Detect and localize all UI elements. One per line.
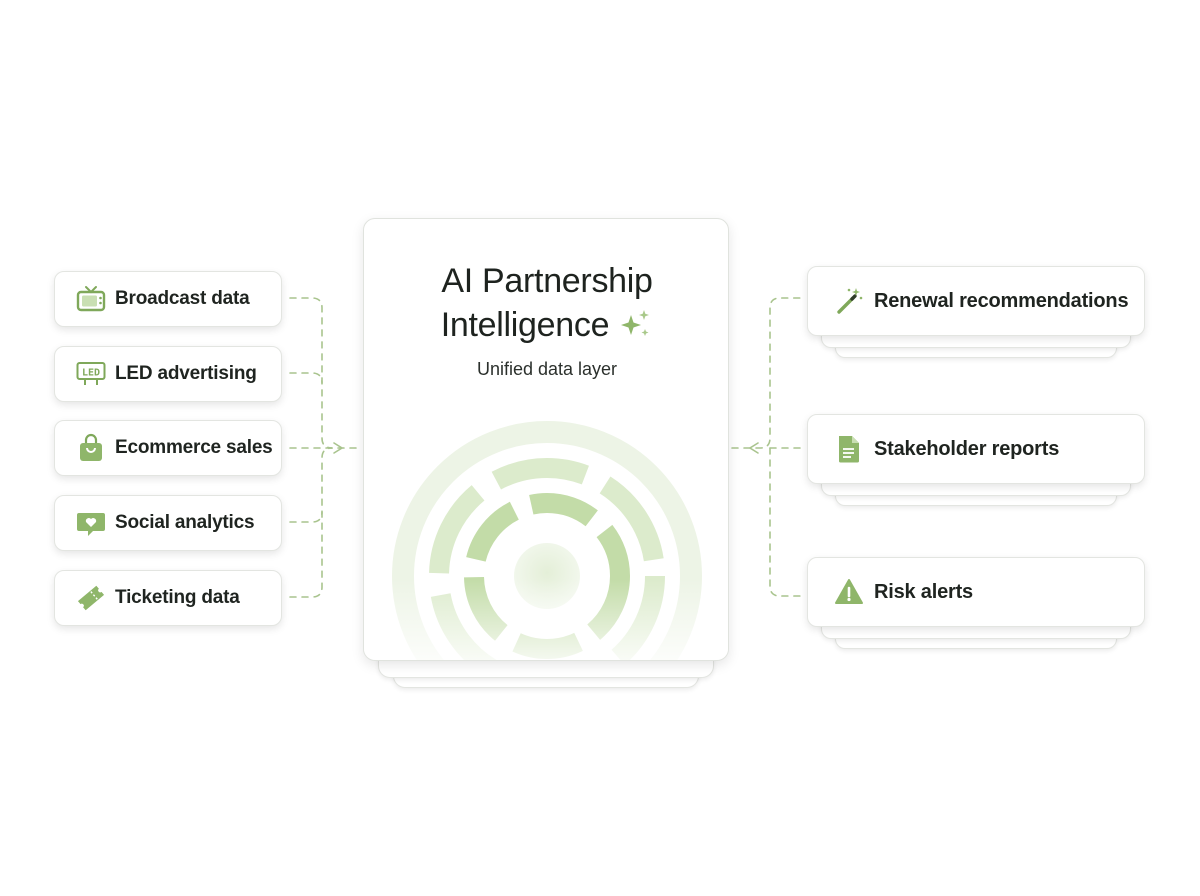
output-card-stakeholder[interactable]: Stakeholder reports [807, 414, 1145, 508]
input-label: Ecommerce sales [115, 437, 273, 458]
input-card-broadcast[interactable]: Broadcast data [54, 271, 282, 327]
title-line-2-wrap: Intelligence [441, 303, 653, 347]
input-card-social[interactable]: Social analytics [54, 495, 282, 551]
heart-chat-icon [75, 507, 107, 539]
shopping-bag-icon [75, 432, 107, 464]
output-card[interactable]: Risk alerts [807, 557, 1145, 627]
magic-wand-icon [834, 286, 864, 316]
output-label: Risk alerts [874, 580, 973, 603]
document-icon [834, 434, 864, 464]
output-label: Renewal recommendations [874, 289, 1129, 312]
center-subtitle: Unified data layer [476, 359, 618, 379]
output-card[interactable]: Renewal recommendations [807, 266, 1145, 336]
input-label: Social analytics [115, 512, 255, 533]
svg-text:LED: LED [82, 368, 100, 379]
signal-rings-graphic [364, 421, 728, 660]
center-title: AI Partnership Intelligence [364, 259, 728, 347]
center-panel: AI Partnership Intelligence Unified data… [363, 218, 729, 690]
output-card-renewal[interactable]: Renewal recommendations [807, 266, 1145, 360]
tv-icon [75, 283, 107, 315]
sparkle-icon [621, 310, 650, 336]
input-label: LED advertising [115, 363, 257, 384]
warning-icon [834, 577, 864, 607]
output-card-risk[interactable]: Risk alerts [807, 557, 1145, 651]
input-card-led[interactable]: LED LED advertising [54, 346, 282, 402]
output-label: Stakeholder reports [874, 437, 1060, 460]
input-label: Ticketing data [115, 587, 240, 608]
ticket-icon [75, 582, 107, 614]
center-card: AI Partnership Intelligence Unified data… [363, 218, 729, 661]
output-card[interactable]: Stakeholder reports [807, 414, 1145, 484]
title-line-2: Intelligence [440, 306, 610, 344]
input-label: Broadcast data [115, 288, 250, 309]
input-card-ecommerce[interactable]: Ecommerce sales [54, 420, 282, 476]
led-board-icon: LED [75, 358, 107, 390]
input-card-ticketing[interactable]: Ticketing data [54, 570, 282, 626]
title-line-1: AI Partnership [441, 262, 653, 300]
